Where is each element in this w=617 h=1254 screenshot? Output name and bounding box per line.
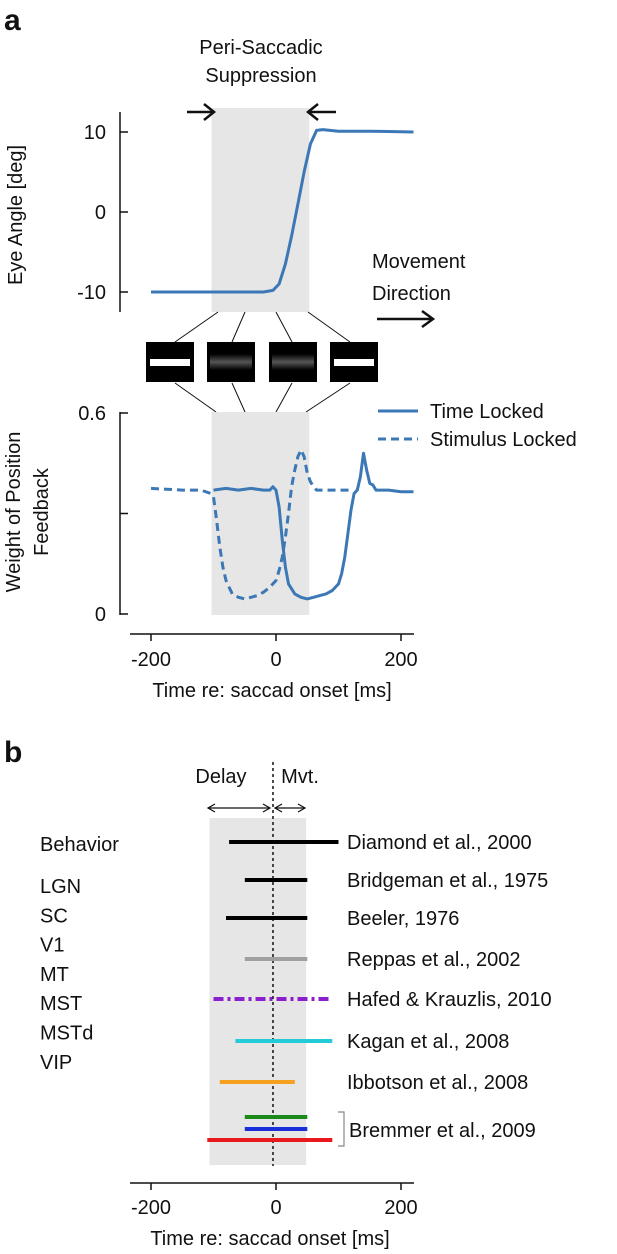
interval-label-ibbotson-et-al-2008: Ibbotson et al., 2008 [347, 1072, 528, 1094]
region-legend-mstd: MSTd [40, 1023, 93, 1045]
position-feedback-chart: 0 0.6 -200 0 200 Weight of Position Feedback… [3, 401, 577, 702]
movement-label-line2: Direction [372, 283, 451, 305]
feedback-ytick-label-2: 0.6 [78, 403, 106, 425]
eye-angle-chart: Peri-Saccadic Suppression -10 0 10 Eye Ang… [5, 37, 414, 312]
suppression-shaded-region-lower [211, 412, 310, 615]
feedback-xtick-label-1: 0 [270, 649, 281, 671]
delay-double-arrow-icon [206, 803, 272, 813]
delay-label: Delay [195, 766, 246, 788]
stimulus-frame-1 [146, 342, 194, 382]
eye-angle-y-axis-label: Eye Angle [deg] [5, 145, 27, 285]
feedback-xtick-label-2: 200 [384, 649, 417, 671]
panel-a-letter: a [4, 4, 21, 37]
interval-label-diamond-et-al-2000: Diamond et al., 2000 [347, 832, 532, 854]
behavior-label: Behavior [40, 834, 119, 856]
feedback-ytick-label-0: 0 [95, 604, 106, 626]
movement-direction-arrow-icon [377, 309, 436, 329]
suppression-shaded-region [211, 108, 310, 312]
feedback-y-axis-label-line2: Feedback [31, 467, 53, 556]
panel-b-letter: b [4, 736, 22, 769]
legend-label-time-locked: Time Locked [430, 401, 544, 423]
interval-x-axis-label: Time re: saccad onset [ms] [150, 1228, 389, 1250]
series-line-stimulus-locked [150, 448, 351, 601]
region-legend-sc: SC [40, 905, 68, 927]
connector-lines [174, 311, 351, 413]
mvt-label: Mvt. [281, 766, 319, 788]
suppression-left-arrow-icon [305, 103, 336, 121]
region-legend-v1: V1 [40, 935, 64, 957]
region-legend-lgn: LGN [40, 876, 81, 898]
bremmer-bracket [338, 1111, 345, 1147]
region-legend-mt: MT [40, 964, 69, 986]
eye-angle-ytick-label-0: -10 [77, 282, 106, 304]
suppression-label-line1: Peri-Saccadic [199, 37, 322, 59]
interval-label-kagan-et-al-2008: Kagan et al., 2008 [347, 1031, 509, 1053]
suppression-shaded-region-b [209, 818, 307, 1165]
mvt-double-arrow-icon [273, 803, 307, 813]
eye-angle-ytick-label-1: 0 [95, 202, 106, 224]
stimulus-frame-4 [330, 342, 378, 382]
bremmer-label: Bremmer et al., 2009 [349, 1120, 536, 1142]
stimulus-frames [146, 311, 378, 413]
interval-label-hafed-krauzlis-2010: Hafed & Krauzlis, 2010 [347, 989, 552, 1011]
eye-angle-line-0 [151, 128, 414, 294]
stimulus-frame-3 [269, 342, 317, 382]
eye-angle-ytick-label-2: 10 [84, 122, 106, 144]
region-legend-mst: MST [40, 993, 82, 1015]
series-line-time-locked [213, 451, 414, 601]
suppression-label-line2: Suppression [205, 65, 316, 87]
interval-label-reppas-et-al-2002: Reppas et al., 2002 [347, 949, 520, 971]
movement-label-line1: Movement [372, 251, 466, 273]
suppression-right-arrow-icon [187, 103, 217, 121]
interval-chart: Delay Mvt. Behavior LGNSCV1MTMSTMSTdVIP … [40, 762, 552, 1250]
feedback-xtick-label-0: -200 [131, 649, 171, 671]
interval-xtick-label-0: -200 [131, 1197, 171, 1219]
legend: Time Locked Stimulus Locked [378, 401, 577, 451]
interval-xtick-label-2: 200 [384, 1197, 417, 1219]
legend-label-stimulus-locked: Stimulus Locked [430, 429, 577, 451]
feedback-y-axis-label-line1: Weight of Position [3, 432, 25, 593]
interval-label-bridgeman-et-al-1975: Bridgeman et al., 1975 [347, 870, 548, 892]
interval-label-beeler-1976: Beeler, 1976 [347, 908, 459, 930]
feedback-x-axis-label: Time re: saccad onset [ms] [152, 680, 391, 702]
stimulus-frame-2 [207, 342, 255, 382]
interval-xtick-label-1: 0 [270, 1197, 281, 1219]
region-legend-vip: VIP [40, 1052, 72, 1074]
